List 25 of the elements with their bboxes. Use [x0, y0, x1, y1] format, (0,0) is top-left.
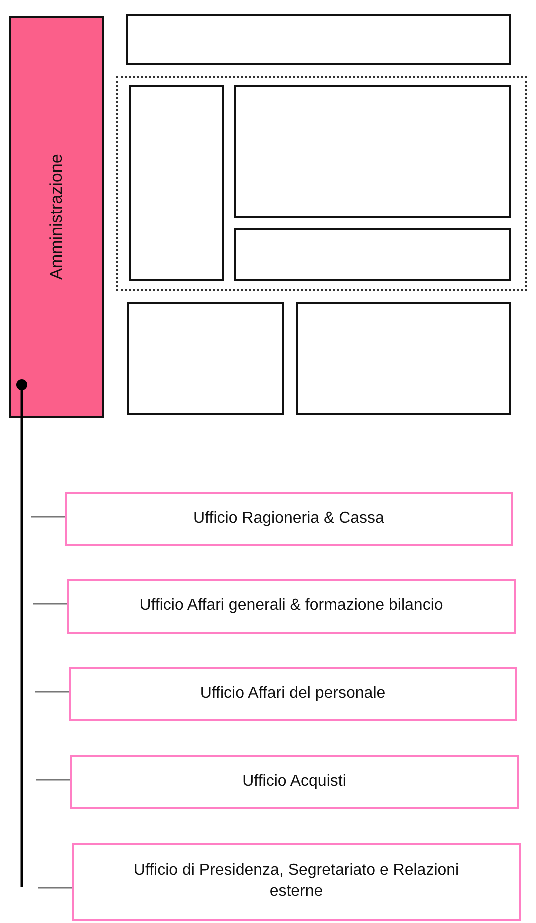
office-box	[72, 843, 521, 921]
empty-box	[296, 302, 511, 415]
office-box	[67, 579, 516, 634]
leader-line	[35, 691, 69, 693]
leader-line	[36, 779, 70, 781]
empty-box	[129, 85, 224, 281]
office-box	[69, 667, 517, 721]
leader-line	[31, 516, 65, 518]
office-name: Ufficio Ragioneria & Cassa	[192, 508, 386, 529]
office-name: Ufficio di Presidenza, Segretariato e Relazioni esterne	[132, 861, 460, 902]
department-name: Amministrazione	[45, 154, 66, 280]
leader-line	[33, 603, 67, 605]
empty-box	[127, 302, 284, 415]
empty-box	[234, 85, 511, 218]
leader-line	[38, 887, 72, 889]
empty-box	[126, 14, 511, 65]
dotted-frame	[116, 76, 527, 291]
connector-line	[16, 380, 28, 887]
office-box	[65, 492, 513, 546]
department-box	[9, 16, 104, 418]
office-name: Ufficio Acquisti	[242, 772, 348, 792]
office-name: Ufficio Affari del personale	[199, 684, 387, 704]
office-name: Ufficio Affari generali & formazione bilancio	[138, 596, 444, 616]
office-box	[70, 755, 519, 809]
empty-box	[234, 228, 511, 281]
